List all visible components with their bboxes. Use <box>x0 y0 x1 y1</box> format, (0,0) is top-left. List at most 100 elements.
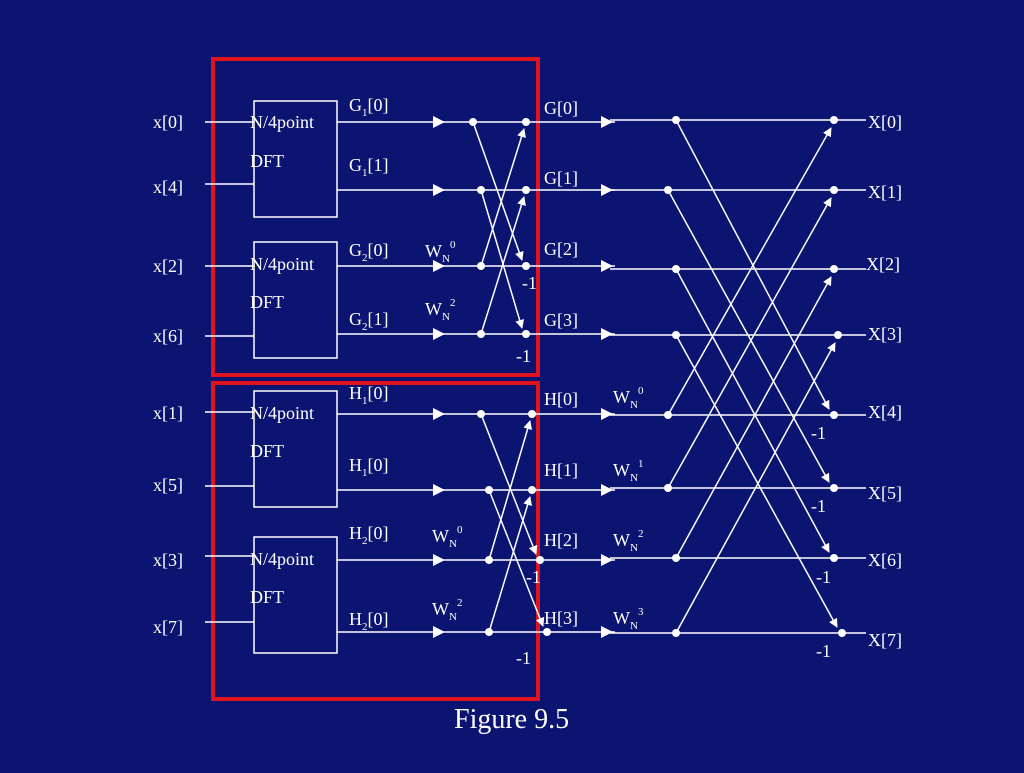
node-dot <box>528 486 536 494</box>
input-label: x[7] <box>153 617 183 637</box>
stage1-output-label: H1[0] <box>349 383 389 407</box>
butterfly-wire <box>675 334 838 628</box>
stage2-label: H[2] <box>544 530 578 550</box>
minus-one-label: -1 <box>811 423 826 443</box>
highlight-box-g <box>211 57 540 377</box>
output-label: X[0] <box>868 112 902 132</box>
arrow-head-icon <box>433 328 445 340</box>
dft-block-label: N/4point <box>250 403 314 423</box>
output-label: X[6] <box>868 550 902 570</box>
twiddle-label: WN2 <box>613 528 643 554</box>
minus-one-label: -1 <box>522 273 537 293</box>
butterfly-wire <box>488 496 532 633</box>
arrow-head-icon <box>601 116 613 128</box>
arrow-head-icon <box>433 116 445 128</box>
node-dot <box>830 554 838 562</box>
stage2-label: G[2] <box>544 239 578 259</box>
node-dot <box>522 330 530 338</box>
node-dot <box>830 265 838 273</box>
input-label: x[6] <box>153 326 183 346</box>
stage2-label: H[3] <box>544 608 578 628</box>
butterfly-wire <box>480 196 526 335</box>
twiddle-label: WN0 <box>425 239 456 265</box>
butterfly-wire <box>667 197 832 489</box>
figure-caption: Figure 9.5 <box>454 704 569 735</box>
stage1-output-label: G2[0] <box>349 240 389 264</box>
output-label: X[7] <box>868 630 902 650</box>
butterfly-wire <box>480 189 525 329</box>
stage2-label: H[1] <box>544 460 578 480</box>
minus-one-label: -1 <box>516 648 531 668</box>
output-label: X[5] <box>868 483 902 503</box>
input-label: x[5] <box>153 475 183 495</box>
dft-block-1: N/4point DFT <box>250 100 338 218</box>
output-label: X[4] <box>868 402 902 422</box>
dft-block-4: N/4point DFT <box>250 536 338 654</box>
butterfly-wire <box>488 489 545 627</box>
stage2-label: G[1] <box>544 168 578 188</box>
butterfly-wire <box>667 127 832 416</box>
arrow-head-icon <box>601 184 613 196</box>
signal-wires <box>205 116 866 638</box>
butterfly-wire <box>675 268 830 553</box>
dft-block-2: N/4point DFT <box>250 241 338 359</box>
minus-one-label: -1 <box>816 567 831 587</box>
node-dot <box>834 331 842 339</box>
arrow-head-icon <box>433 408 445 420</box>
input-label: x[2] <box>153 256 183 276</box>
butterfly-wire <box>480 413 538 555</box>
arrow-head-icon <box>601 260 613 272</box>
input-label: x[1] <box>153 403 183 423</box>
dft-block-label: N/4point <box>250 112 314 132</box>
butterfly-wire <box>675 119 830 410</box>
stage1-output-label: G1[0] <box>349 95 389 119</box>
dft-block-label: DFT <box>250 292 284 312</box>
output-label: X[1] <box>868 182 902 202</box>
butterfly-wire <box>667 189 830 483</box>
butterfly-wire <box>480 128 526 267</box>
node-dot <box>522 118 530 126</box>
stage1-output-label: H2[0] <box>349 609 389 633</box>
twiddle-label: WN2 <box>432 597 462 623</box>
node-dot <box>830 484 838 492</box>
input-label: x[4] <box>153 177 183 197</box>
node-dot <box>536 556 544 564</box>
node-dot <box>522 262 530 270</box>
arrow-head-icon <box>601 484 613 496</box>
stage1-output-label: G2[1] <box>349 309 389 333</box>
stage2-label: G[3] <box>544 310 578 330</box>
arrow-head-icon <box>433 184 445 196</box>
minus-one-label: -1 <box>816 641 831 661</box>
minus-one-label: -1 <box>526 567 541 587</box>
output-label: X[3] <box>868 324 902 344</box>
stage2-label: H[0] <box>544 389 578 409</box>
arrow-head-icon <box>433 626 445 638</box>
node-dot <box>528 410 536 418</box>
twiddle-label: WN2 <box>425 297 455 323</box>
dft-block-label: DFT <box>250 441 284 461</box>
stage1-output-label: H1[0] <box>349 455 389 479</box>
arrow-head-icon <box>601 408 613 420</box>
arrow-head-icon <box>433 484 445 496</box>
twiddle-label: WN1 <box>613 458 643 484</box>
input-label: x[0] <box>153 112 183 132</box>
highlight-box-h <box>211 381 540 701</box>
dft-block-label: DFT <box>250 151 284 171</box>
input-label: x[3] <box>153 550 183 570</box>
node-dot <box>522 186 530 194</box>
butterfly-wire <box>472 121 524 261</box>
node-dot <box>830 411 838 419</box>
twiddle-label: WN3 <box>613 606 644 632</box>
dft-block-label: DFT <box>250 587 284 607</box>
stage1-output-label: G1[1] <box>349 155 389 179</box>
arrow-head-icon <box>433 554 445 566</box>
dft-block-label: N/4point <box>250 254 314 274</box>
node-dot <box>830 186 838 194</box>
arrow-head-icon <box>601 626 613 638</box>
arrow-head-icon <box>433 260 445 272</box>
twiddle-label: WN0 <box>432 524 463 550</box>
butterfly-wire <box>675 276 832 559</box>
dft-block-label: N/4point <box>250 549 314 569</box>
